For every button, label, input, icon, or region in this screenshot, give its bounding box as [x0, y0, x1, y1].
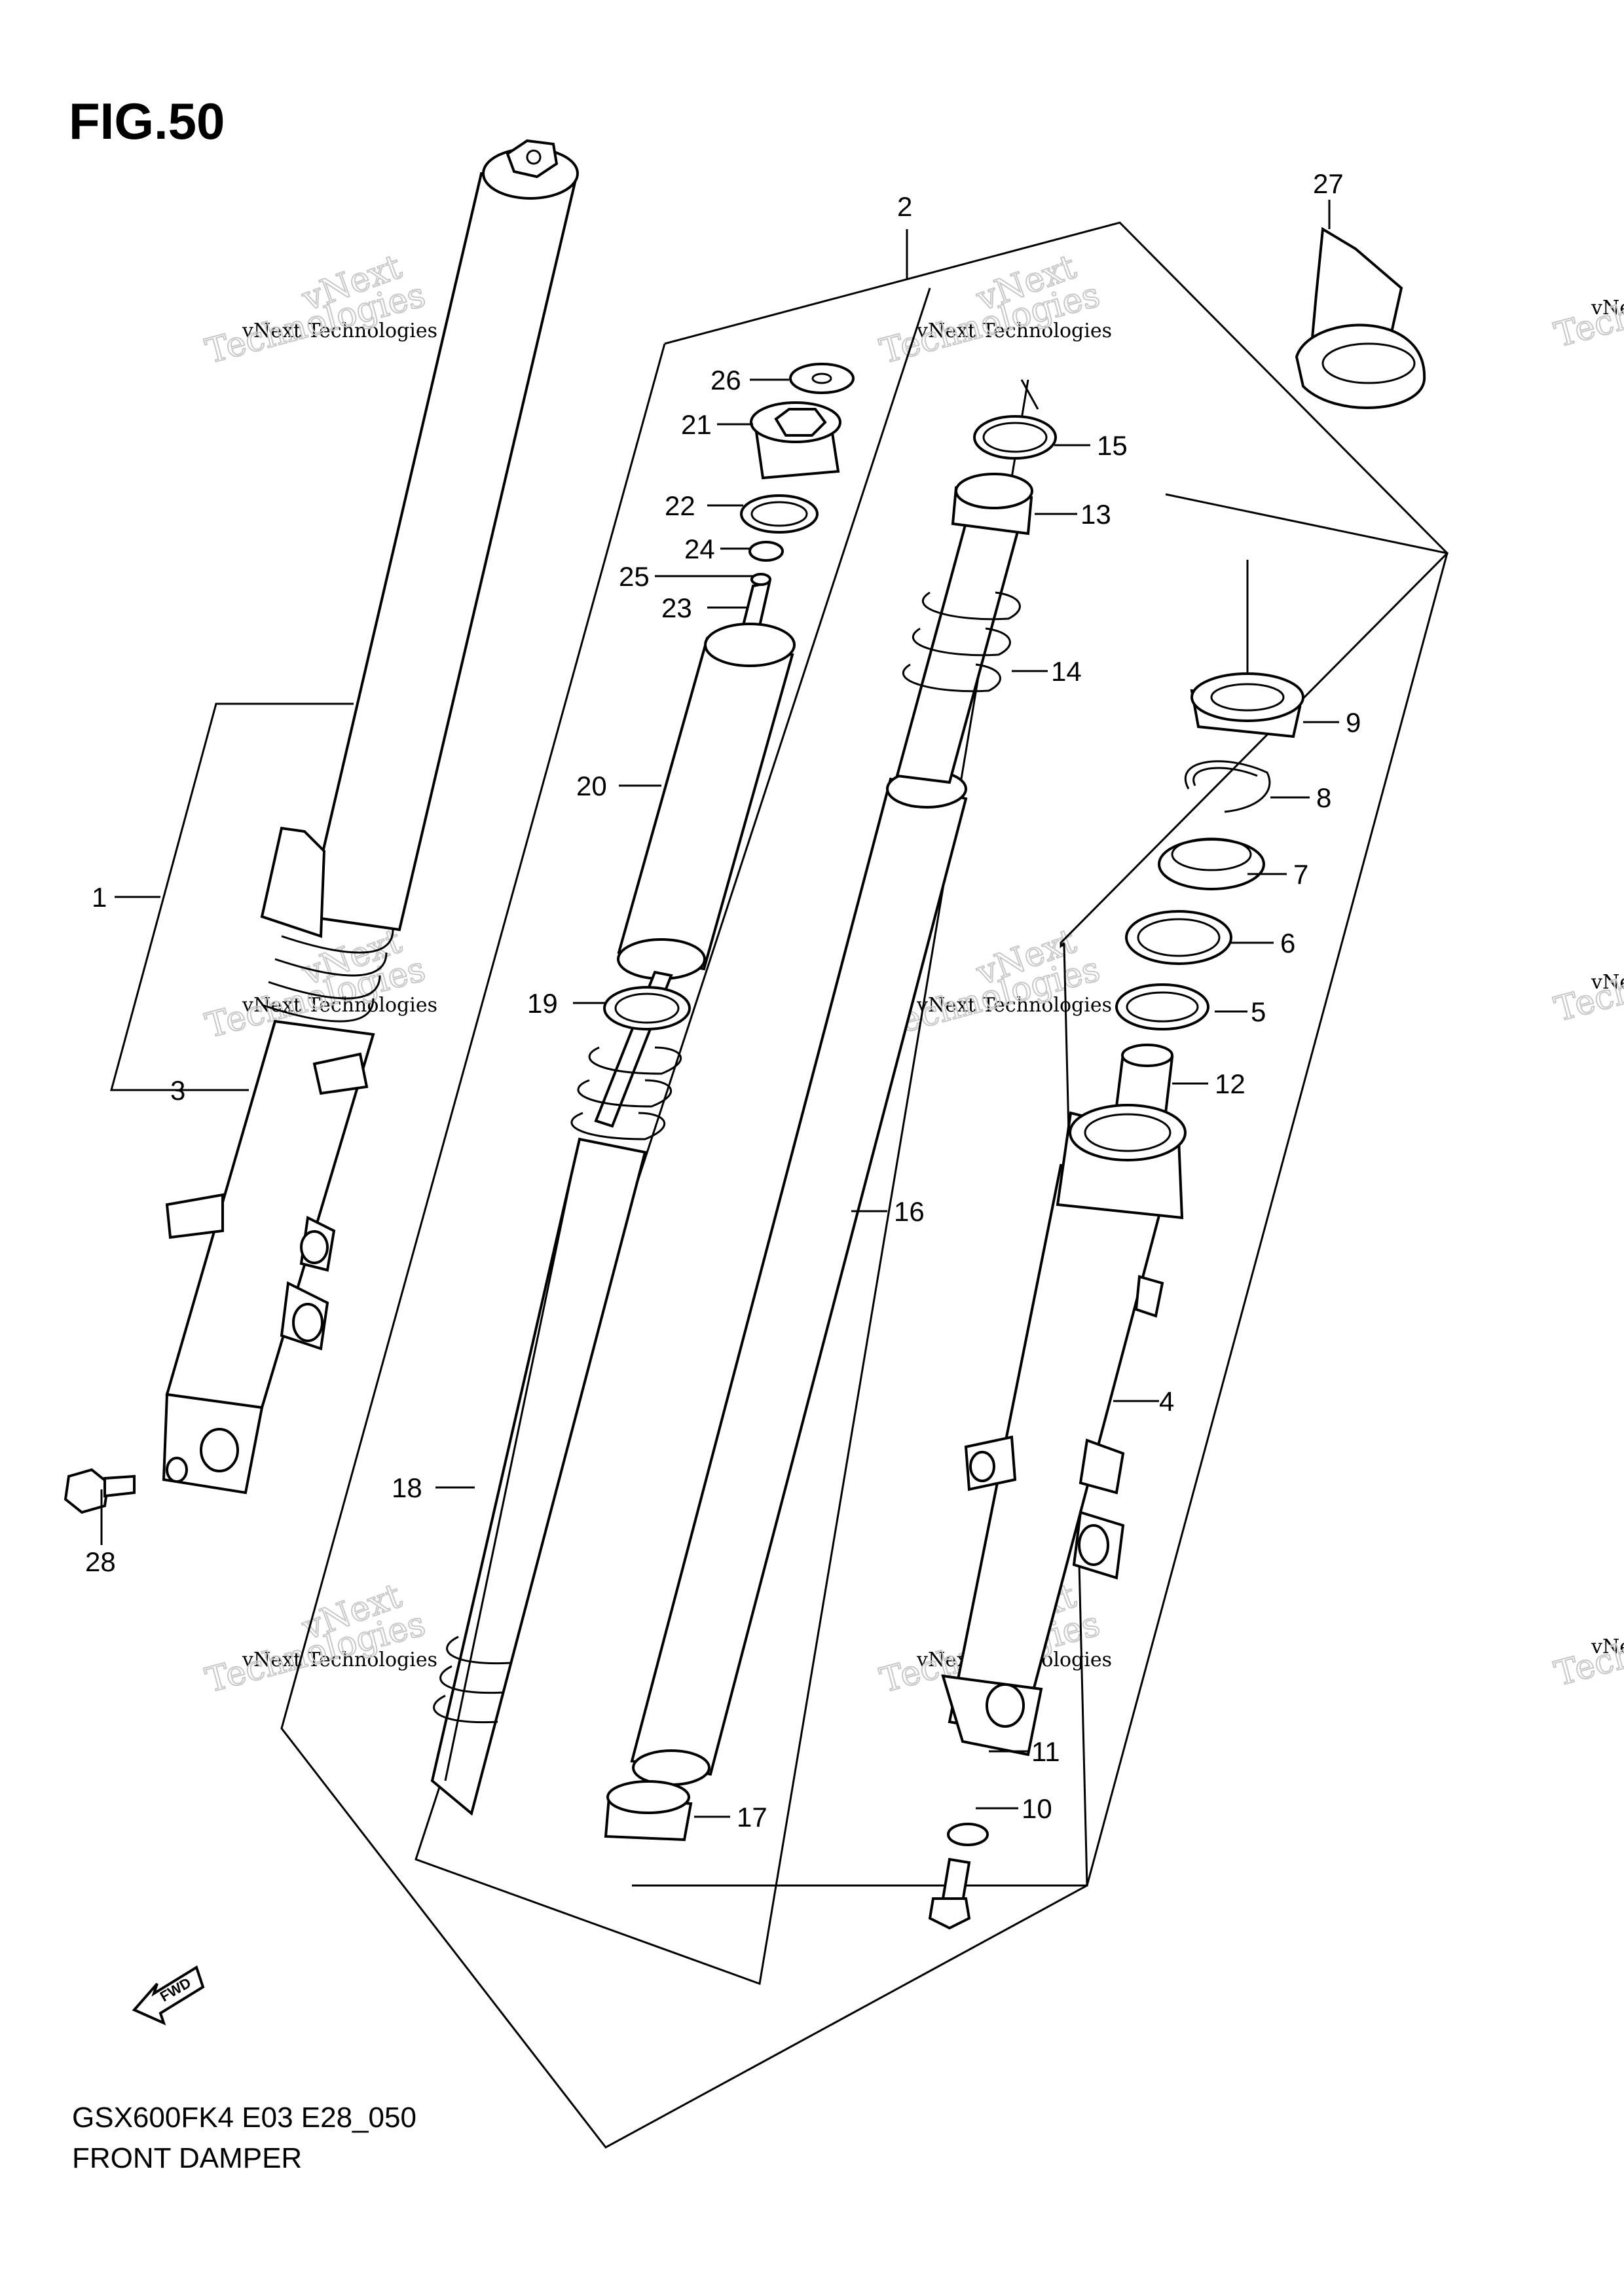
outer-tube-4 — [941, 1104, 1187, 1757]
cartridge-outline — [415, 287, 1029, 1986]
callout-label: 20 — [576, 771, 607, 801]
watermark-text: vNext Technologies — [1591, 971, 1624, 994]
figure-caption: FRONT DAMPER — [72, 2142, 303, 2174]
callout-label: 5 — [1251, 996, 1266, 1027]
callout-label: 1 — [92, 882, 107, 913]
watermark: vNext Technologies vNext Technologies — [201, 246, 437, 372]
damper-cylinder-20 — [594, 623, 796, 1128]
inner-fork-tube — [260, 139, 579, 1023]
oil-lock-piece-12 — [1115, 1044, 1174, 1115]
callout-label: 19 — [527, 988, 558, 1019]
watermark-text: vNext Technologies — [1591, 1635, 1624, 1658]
washer-11 — [947, 1823, 989, 1846]
dust-seal-9 — [1190, 672, 1304, 738]
guide-metal-5 — [1115, 983, 1209, 1030]
watermark-text: Technologies — [1551, 1598, 1624, 1694]
watermark-text: vNext Technologies — [916, 994, 1112, 1017]
callout-label: 10 — [1022, 1793, 1052, 1824]
callout-label: 22 — [665, 490, 695, 521]
watermark: vNext Technologies Technologies — [1550, 259, 1624, 356]
callout-label: 7 — [1293, 859, 1308, 890]
callout-label: 6 — [1280, 928, 1295, 958]
callout-label: 4 — [1159, 1386, 1174, 1417]
callout-label: 11 — [1031, 1736, 1060, 1767]
cap-bolt-21 — [750, 401, 841, 480]
watermark-text: vNext Technologies — [242, 1649, 437, 1671]
oil-seal-7 — [1158, 837, 1265, 890]
watermark: vNext Technologies Technologies — [1550, 933, 1624, 1030]
o-ring-19 — [603, 986, 691, 1030]
leader-lines — [100, 200, 1339, 1818]
washer-26 — [789, 363, 855, 394]
callout-label: 16 — [894, 1196, 925, 1227]
o-ring-24 — [748, 541, 784, 562]
bolt-10 — [928, 1857, 971, 1930]
watermark-text: vNext Technologies — [242, 319, 437, 342]
callout-label: 9 — [1346, 707, 1361, 738]
callout-labels: 1 2 3 4 5 6 7 8 9 10 11 12 13 14 15 16 1… — [85, 168, 1361, 1832]
piston-rod-13 — [895, 473, 1033, 784]
callout-label: 13 — [1080, 499, 1111, 530]
watermark-text: vNext Technologies — [916, 319, 1112, 342]
spring-14 — [902, 591, 1021, 693]
watermark: vNext Technologies vNext Technologies — [876, 246, 1112, 372]
callout-label: 3 — [170, 1075, 185, 1106]
stopper-ring-8 — [1184, 760, 1271, 813]
callout-label: 23 — [661, 592, 692, 623]
callout-label: 14 — [1051, 656, 1082, 687]
callout-label: 24 — [684, 534, 715, 564]
watermark-text: Technologies — [1551, 934, 1624, 1030]
o-ring-15 — [973, 415, 1057, 460]
spacer-17 — [604, 1780, 693, 1842]
callout-label: 15 — [1097, 430, 1128, 461]
model-code: GSX600FK4 E03 E28_050 — [72, 2102, 416, 2134]
bolt-28 — [64, 1468, 136, 1514]
callout-label: 8 — [1316, 782, 1331, 813]
o-ring-22 — [740, 494, 819, 534]
assembly-outline-outer — [280, 221, 1449, 2149]
watermark-text: Technologies — [1551, 259, 1624, 355]
callout-label: 2 — [897, 191, 912, 222]
callout-label: 18 — [392, 1472, 422, 1503]
spring-18 — [430, 1046, 682, 1816]
watermark: vNext Technologies Technologies — [1550, 1597, 1624, 1695]
callout-label: 27 — [1313, 168, 1344, 199]
callout-label: 26 — [710, 365, 741, 395]
figure-title: FIG.50 — [69, 92, 225, 150]
outer-tube-outline — [632, 493, 1449, 1887]
fwd-direction-arrow: FWD — [132, 1965, 205, 2026]
callout-label: 17 — [737, 1802, 767, 1832]
callout-label: 21 — [681, 409, 712, 440]
callout-label: 28 — [85, 1546, 116, 1577]
watermark-text: vNext Technologies — [1591, 297, 1624, 319]
callout-label: 12 — [1215, 1068, 1246, 1099]
cover-27 — [1295, 227, 1426, 409]
fork-slider-left — [162, 1019, 375, 1495]
bracket-item-1 — [110, 702, 354, 1091]
callout-label: 25 — [619, 561, 650, 592]
washer-6 — [1125, 910, 1232, 965]
